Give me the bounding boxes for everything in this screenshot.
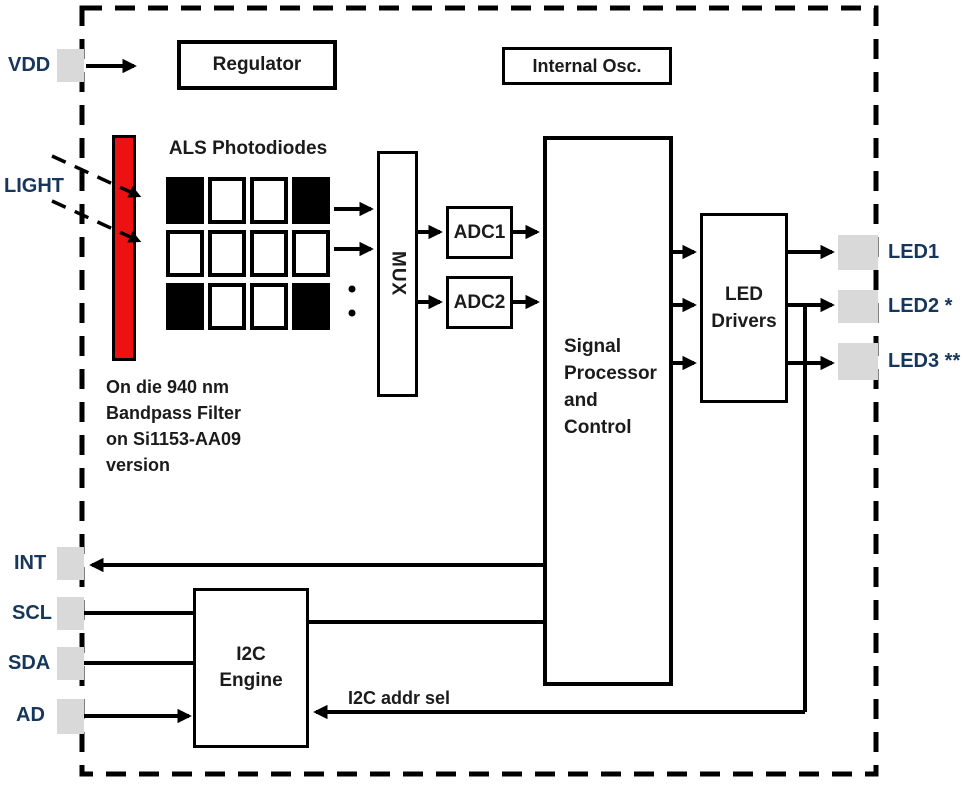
pad-ad	[57, 699, 84, 734]
adc1-label: ADC1	[453, 221, 506, 243]
photodiode-cell	[250, 283, 288, 330]
bandpass-filter-bar	[112, 135, 136, 361]
photodiode-cell	[208, 283, 246, 330]
i2c-addr-sel-label: I2C addr sel	[348, 688, 451, 708]
photodiode-cell	[208, 177, 246, 224]
regulator-block: Regulator	[177, 40, 337, 90]
internal-osc-label: Internal Osc.	[532, 55, 642, 76]
led-drivers-block: LED Drivers	[700, 213, 788, 403]
als-photodiodes-label: ALS Photodiodes	[168, 138, 328, 159]
pin-label-light: LIGHT	[4, 175, 64, 197]
pin-label-led2: LED2 *	[888, 295, 953, 317]
adc2-label: ADC2	[453, 291, 506, 313]
photodiode-cell	[166, 283, 204, 330]
photodiode-cell	[250, 230, 288, 277]
pad-int	[57, 547, 84, 580]
pad-led3	[838, 343, 878, 380]
regulator-label: Regulator	[212, 54, 302, 75]
i2c-engine-label: I2C Engine	[219, 644, 283, 691]
adc1-block: ADC1	[446, 206, 513, 259]
pin-label-vdd: VDD	[8, 54, 51, 76]
pad-vdd	[57, 49, 84, 82]
pin-label-led3: LED3 **	[888, 350, 961, 372]
pin-label-int: INT	[14, 552, 47, 574]
pad-led1	[838, 235, 878, 270]
photodiode-cell	[292, 283, 330, 330]
photodiode-cell	[166, 177, 204, 224]
pin-label-sda: SDA	[8, 652, 51, 674]
mux-label: MUX	[387, 251, 409, 297]
signal-processor-block: Signal Processor and Control	[543, 136, 673, 686]
photodiode-cell	[250, 177, 288, 224]
pin-label-scl: SCL	[12, 602, 52, 624]
led-drivers-label: LED Drivers	[711, 284, 777, 332]
photodiode-cell	[166, 230, 204, 277]
photodiode-grid	[166, 177, 330, 330]
adc2-block: ADC2	[446, 276, 513, 329]
filter-note: On die 940 nm Bandpass Filter on Si1153-…	[106, 377, 242, 475]
pad-scl	[57, 597, 84, 630]
pad-sda	[57, 647, 84, 680]
pin-label-led1: LED1	[888, 241, 940, 263]
internal-osc-block: Internal Osc.	[502, 47, 672, 85]
i2c-engine-block: I2C Engine	[193, 588, 309, 748]
photodiode-cell	[292, 230, 330, 277]
photodiode-cell	[292, 177, 330, 224]
signal-processor-label: Signal Processor and Control	[564, 336, 657, 438]
photodiode-cell	[208, 230, 246, 277]
pad-led2	[838, 290, 878, 323]
pin-label-ad: AD	[16, 704, 45, 726]
mux-block: MUX	[377, 151, 418, 397]
